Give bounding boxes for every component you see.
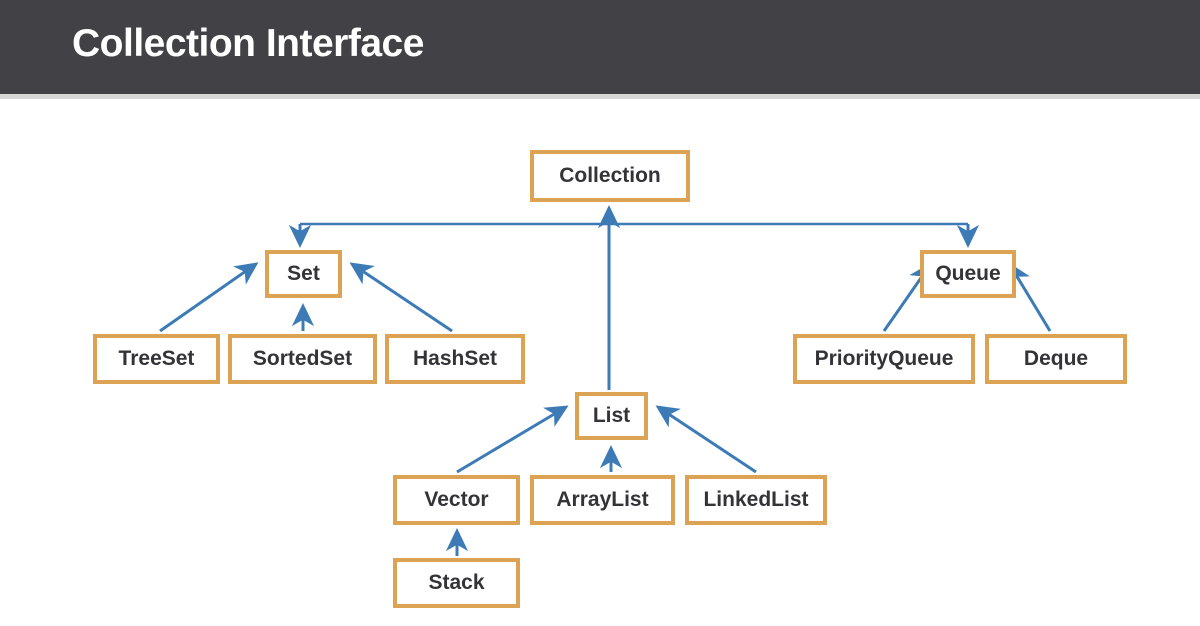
node-deque[interactable]: Deque	[985, 334, 1127, 384]
node-queue-label: Queue	[935, 262, 1001, 285]
edge-hashset-to-set	[349, 262, 453, 333]
header-divider	[0, 94, 1200, 99]
node-deque-label: Deque	[1023, 347, 1089, 370]
node-arraylist-label: ArrayList	[556, 488, 649, 511]
node-list-label: List	[592, 404, 631, 427]
node-collection-label: Collection	[559, 164, 661, 187]
node-stack[interactable]: Stack	[393, 558, 520, 608]
node-collection[interactable]: Collection	[530, 150, 690, 202]
node-vector[interactable]: Vector	[393, 475, 520, 525]
node-arraylist[interactable]: ArrayList	[530, 475, 675, 525]
node-treeset-label: TreeSet	[118, 347, 195, 370]
node-queue[interactable]: Queue	[920, 250, 1016, 298]
edge-vector-to-list	[456, 405, 569, 474]
edge-treeset-to-set	[159, 262, 259, 333]
header-bar	[0, 0, 1200, 94]
node-linkedlist-label: LinkedList	[703, 488, 809, 511]
node-sortedset-label: SortedSet	[252, 347, 353, 370]
node-priorityqueue-label: PriorityQueue	[814, 347, 954, 370]
node-treeset[interactable]: TreeSet	[93, 334, 220, 384]
node-hashset-label: HashSet	[412, 347, 498, 370]
node-set-label: Set	[287, 262, 320, 285]
node-vector-label: Vector	[424, 488, 489, 511]
node-list[interactable]: List	[575, 392, 648, 440]
node-set[interactable]: Set	[265, 250, 342, 298]
page-title: Collection Interface	[72, 22, 424, 65]
node-hashset[interactable]: HashSet	[385, 334, 525, 384]
node-priorityqueue[interactable]: PriorityQueue	[793, 334, 975, 384]
node-linkedlist[interactable]: LinkedList	[685, 475, 827, 525]
node-sortedset[interactable]: SortedSet	[228, 334, 377, 384]
node-stack-label: Stack	[428, 571, 485, 594]
edge-deque-to-queue	[1008, 262, 1052, 332]
edge-linkedlist-to-list	[655, 405, 757, 474]
class-hierarchy-diagram: Collection Set Queue TreeSet SortedSet H…	[0, 99, 1200, 626]
